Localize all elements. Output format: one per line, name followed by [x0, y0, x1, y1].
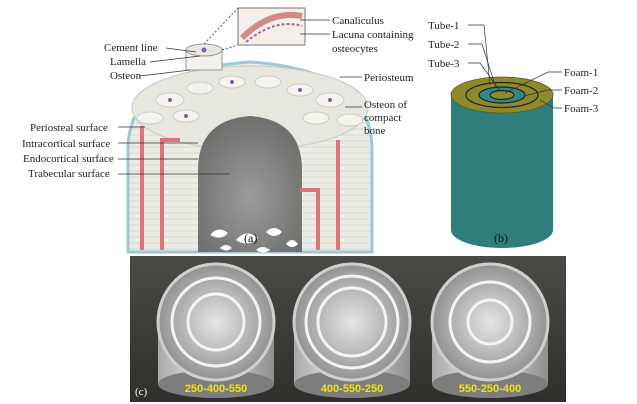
- label-foam-3: Foam-3: [564, 103, 599, 115]
- blood-vessels: [140, 126, 340, 250]
- foam-ring-inner: [489, 89, 515, 101]
- sample-label-2: 400-550-250: [321, 383, 383, 395]
- label-endocortical-surface: Endocortical surface: [23, 153, 114, 165]
- label-trabecular-surface: Trabecular surface: [28, 168, 110, 180]
- osteon-rings: [136, 75, 364, 127]
- leader-lines: [118, 19, 362, 175]
- label-foam-2: Foam-2: [564, 85, 598, 97]
- label-tube-2: Tube-2: [428, 39, 459, 51]
- label-periosteum: Periosteum: [364, 72, 414, 84]
- label-intracortical-surface: Intracortical surface: [22, 138, 110, 150]
- label-osteon: Osteon: [110, 70, 142, 82]
- osteocyte-dots: [168, 80, 332, 118]
- marrow-cavity: [198, 116, 302, 252]
- canaliculus-zoom-box: [203, 7, 306, 51]
- trabecular-bone: [210, 228, 298, 253]
- label-compact: compact: [364, 112, 401, 124]
- panel-c-photo: (c) 250-400-550 400-550-250 550-250-400: [130, 256, 566, 402]
- caption-a: (a): [244, 231, 257, 245]
- sample-specimen-3: [430, 262, 550, 398]
- panel-a-bone-diagram: Canaliculus Lacuna containing osteocytes…: [22, 7, 414, 254]
- sample-specimen-1: [156, 262, 276, 398]
- caption-b: (b): [494, 231, 508, 245]
- label-tube-3: Tube-3: [428, 58, 460, 70]
- label-tube-1: Tube-1: [428, 20, 459, 32]
- label-foam-1: Foam-1: [564, 67, 598, 79]
- label-lacuna: Lacuna containing: [332, 29, 414, 41]
- label-lamella: Lamella: [110, 56, 146, 68]
- panel-b-leader-lines: [468, 24, 562, 109]
- label-cement-line: Cement line: [104, 42, 158, 54]
- sample-specimen-2: [292, 262, 412, 398]
- label-periosteal-surface: Periosteal surface: [30, 122, 108, 134]
- label-osteon-of: Osteon of: [364, 99, 407, 111]
- label-osteocytes: osteocytes: [332, 43, 378, 55]
- sample-label-3: 550-250-400: [459, 383, 521, 395]
- cylinder-bottom: [451, 212, 553, 248]
- panel-b-cylinder: Tube-1 Tube-2 Tube-3 Foam-1 Foam-2 Foam-…: [428, 20, 599, 248]
- label-canaliculus: Canaliculus: [332, 15, 384, 27]
- cylinder-body: [451, 95, 553, 230]
- sample-label-1: 250-400-550: [185, 383, 247, 395]
- osteon-magnified-cylinder: [185, 43, 223, 71]
- label-bone: bone: [364, 125, 386, 137]
- caption-c: (c): [135, 386, 148, 398]
